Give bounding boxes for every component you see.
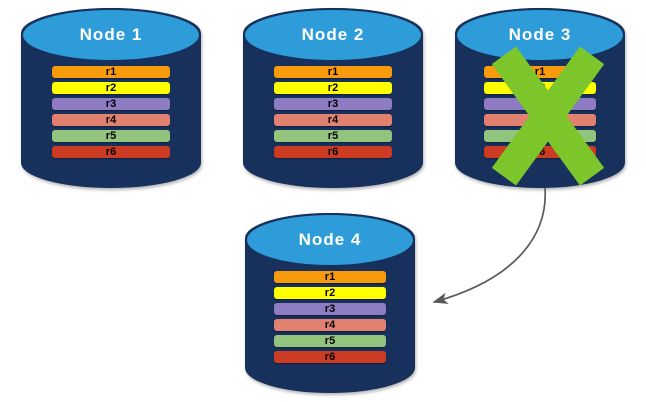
- node-cylinder-4[interactable]: Node 4 r1 r2 r3 r4 r5 r6: [245, 213, 415, 393]
- data-row[interactable]: r5: [273, 129, 393, 142]
- node-cylinder-1[interactable]: Node 1 r1 r2 r3 r4 r5 r6: [21, 8, 201, 188]
- data-row[interactable]: r6: [273, 145, 393, 158]
- cylinder-top-ellipse: [243, 8, 423, 62]
- data-row[interactable]: r4: [273, 113, 393, 126]
- data-row[interactable]: r3: [51, 97, 171, 110]
- node-cylinder-2[interactable]: Node 2 r1 r2 r3 r4 r5 r6: [243, 8, 423, 188]
- data-row[interactable]: r5: [51, 129, 171, 142]
- data-row[interactable]: r2: [273, 286, 387, 299]
- data-row[interactable]: r6: [51, 145, 171, 158]
- row-list: r1 r2 r3 r4 r5 r6: [273, 270, 387, 363]
- data-row[interactable]: r3: [273, 302, 387, 315]
- data-row[interactable]: r1: [273, 270, 387, 283]
- data-row[interactable]: r5: [273, 334, 387, 347]
- row-list: r1 r2 r3 r4 r5 r6: [51, 65, 171, 158]
- data-row[interactable]: r2: [273, 81, 393, 94]
- data-row[interactable]: r4: [273, 318, 387, 331]
- data-row[interactable]: r2: [51, 81, 171, 94]
- row-list: r1 r2 r3 r4 r5 r6: [273, 65, 393, 158]
- data-row[interactable]: r6: [273, 350, 387, 363]
- curved-arrow-node3-to-node4: [432, 187, 547, 304]
- data-row[interactable]: r1: [273, 65, 393, 78]
- data-row[interactable]: r4: [51, 113, 171, 126]
- cylinder-top-ellipse: [245, 213, 415, 267]
- data-row[interactable]: r3: [273, 97, 393, 110]
- data-row[interactable]: r1: [51, 65, 171, 78]
- cylinder-top-ellipse: [21, 8, 201, 62]
